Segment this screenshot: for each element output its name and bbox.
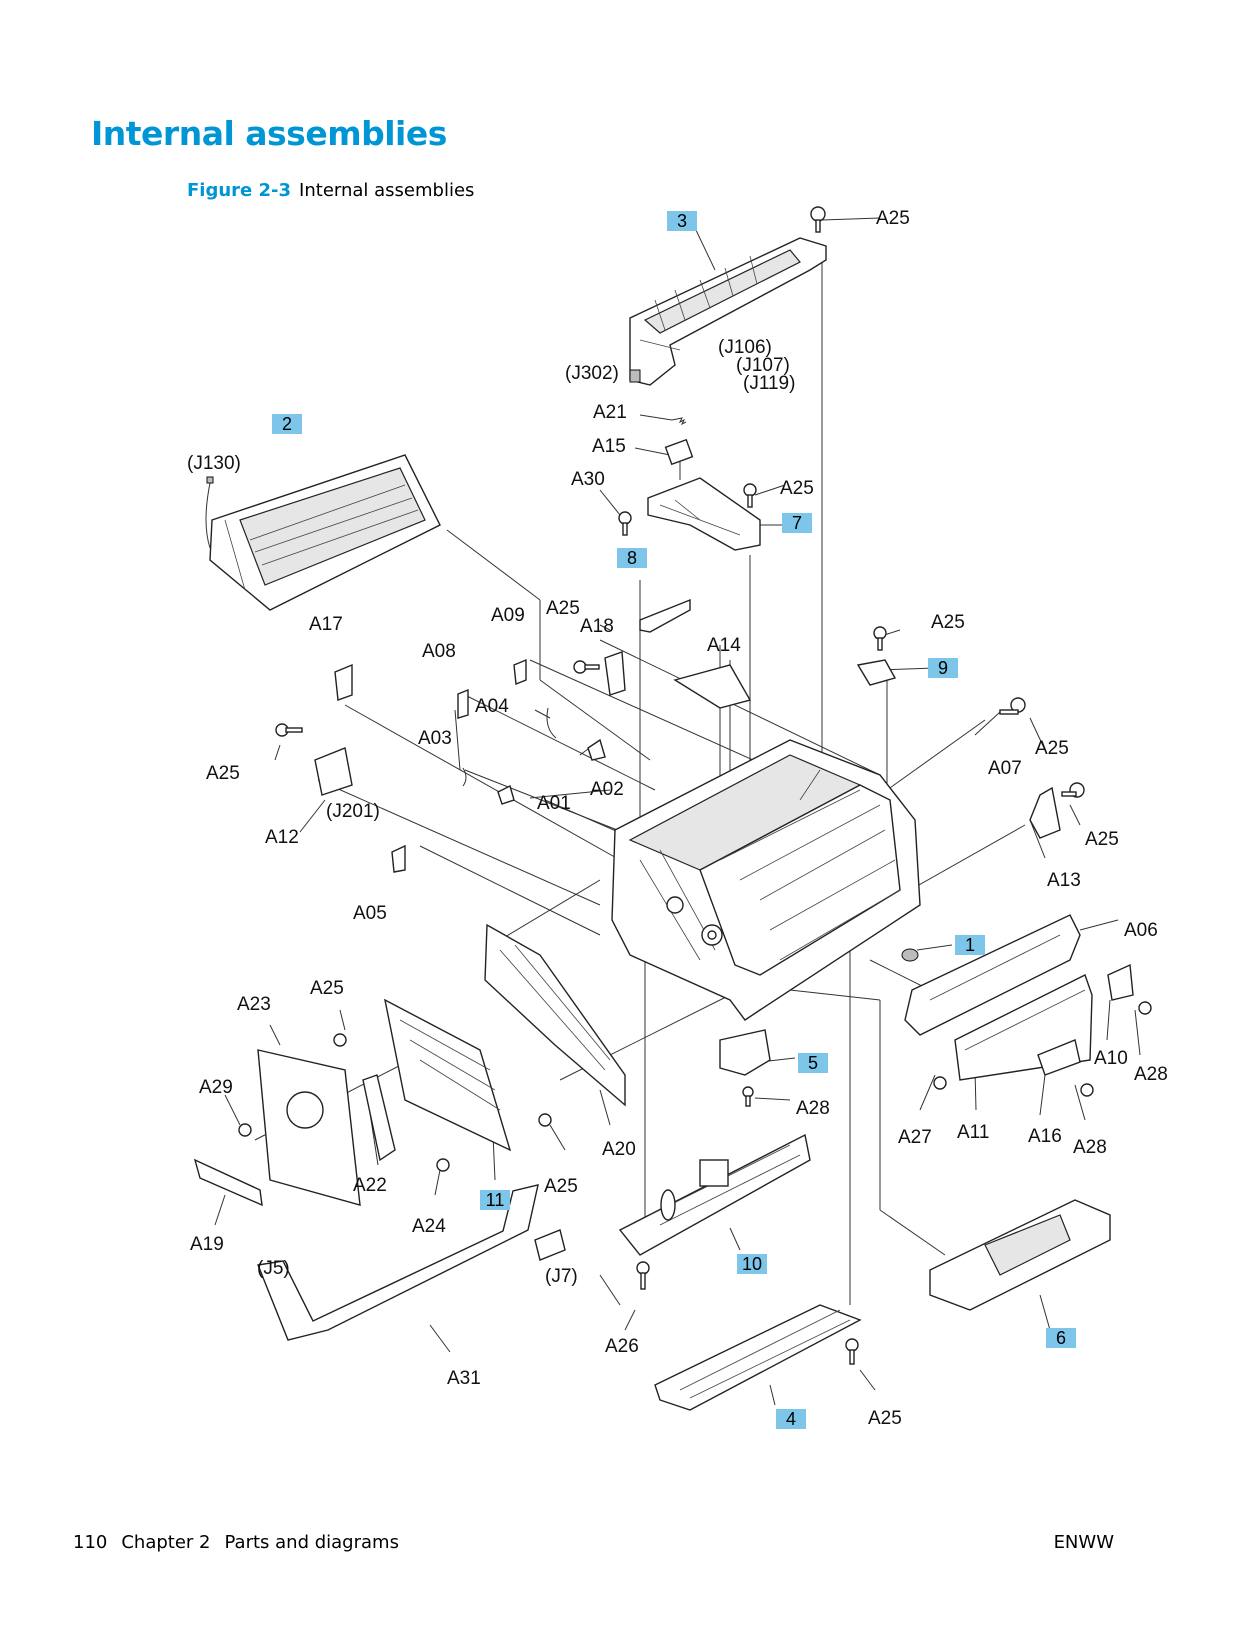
label-a05: A05 [353,903,387,924]
label-a10: A10 [1094,1048,1128,1069]
label-a27: A27 [898,1127,932,1148]
callout-5: 5 [808,1053,818,1073]
label-a14: A14 [707,635,741,656]
footer-left: 110 Chapter 2 Parts and diagrams [73,1532,413,1553]
footer-right: ENWW [1053,1532,1114,1553]
connector-labels: (J106) (J107) (J119) (J302) (J130) (J201… [187,337,795,1287]
label-a25: A25 [1085,829,1119,850]
label-a25: A25 [310,978,344,999]
paper-feed-assembly-right [901,914,1152,1097]
label-a03: A03 [418,728,452,749]
callout-3: 3 [677,211,687,231]
callout-1: 1 [965,935,975,955]
label-a04: A04 [475,696,509,717]
callout-9: 9 [938,658,948,678]
left-side-parts [193,923,626,1207]
label-a25: A25 [780,478,814,499]
label-a25: A25 [876,208,910,229]
label-a11: A11 [957,1122,989,1143]
label-a26: A26 [605,1336,639,1357]
lower-assemblies [618,1029,1111,1411]
label-a06: A06 [1124,920,1158,941]
label-a25: A25 [931,612,965,633]
paper-guide-parts [639,598,897,709]
chapter-label: Chapter 2 [121,1532,211,1553]
label-a21: A21 [593,402,627,423]
fuser-assembly [629,237,827,386]
label-a19: A19 [190,1234,224,1255]
callout-7: 7 [792,513,802,533]
label-a13: A13 [1047,870,1081,891]
part-labels: A25 A21 A15 A30 A25 A09 A25 A18 A14 A25 … [190,208,1168,1429]
callout-6: 6 [1056,1328,1066,1348]
label-a16: A16 [1028,1126,1062,1147]
label-a15: A15 [592,436,626,457]
label-a20: A20 [602,1139,636,1160]
connector-j7: (J7) [545,1266,578,1287]
label-a25: A25 [544,1176,578,1197]
figure-title: Internal assemblies [299,180,475,201]
label-a28: A28 [1073,1137,1107,1158]
label-a08: A08 [422,641,456,662]
connector-j130: (J130) [187,453,241,474]
label-a12: A12 [265,827,299,848]
connector-j106: (J106) [718,337,772,358]
connector-j201: (J201) [326,801,380,822]
label-a28: A28 [1134,1064,1168,1085]
label-a30: A30 [571,469,605,490]
label-a24: A24 [412,1216,446,1237]
callouts: 3 2 7 8 9 1 5 11 10 6 4 [272,211,1076,1429]
label-a25: A25 [1035,738,1069,759]
figure-number: Figure 2-3 [187,180,292,201]
connector-j5: (J5) [257,1258,290,1279]
connector-j302: (J302) [565,363,619,384]
flat-cable [257,1184,566,1341]
connector-j107: (J107) [736,355,790,376]
label-a25: A25 [546,598,580,619]
label-a17: A17 [309,614,343,635]
label-a01: A01 [537,793,571,814]
label-a09: A09 [491,605,525,626]
small-parts [275,651,1085,873]
section-label: Parts and diagrams [224,1532,399,1553]
connector-j119: (J119) [743,373,795,394]
screw [810,206,826,233]
label-a23: A23 [237,994,271,1015]
page-title: Internal assemblies [91,114,447,153]
itb-assembly [205,454,441,611]
callout-11: 11 [486,1190,505,1210]
pickup-assembly-parts [618,417,761,551]
label-a18: A18 [580,616,614,637]
label-a25: A25 [206,763,240,784]
label-a25: A25 [868,1408,902,1429]
callout-8: 8 [627,548,637,568]
label-a22: A22 [353,1175,387,1196]
page-number: 110 [73,1532,108,1553]
label-a28: A28 [796,1098,830,1119]
label-a02: A02 [590,779,624,800]
label-a31: A31 [447,1368,481,1389]
callout-10: 10 [742,1254,762,1274]
label-a29: A29 [199,1077,233,1098]
callout-4: 4 [786,1409,796,1429]
main-frame-assembly [611,739,921,1021]
figure-caption: Figure 2-3 Internal assemblies [187,180,474,201]
callout-2: 2 [282,414,292,434]
label-a07: A07 [988,758,1022,779]
